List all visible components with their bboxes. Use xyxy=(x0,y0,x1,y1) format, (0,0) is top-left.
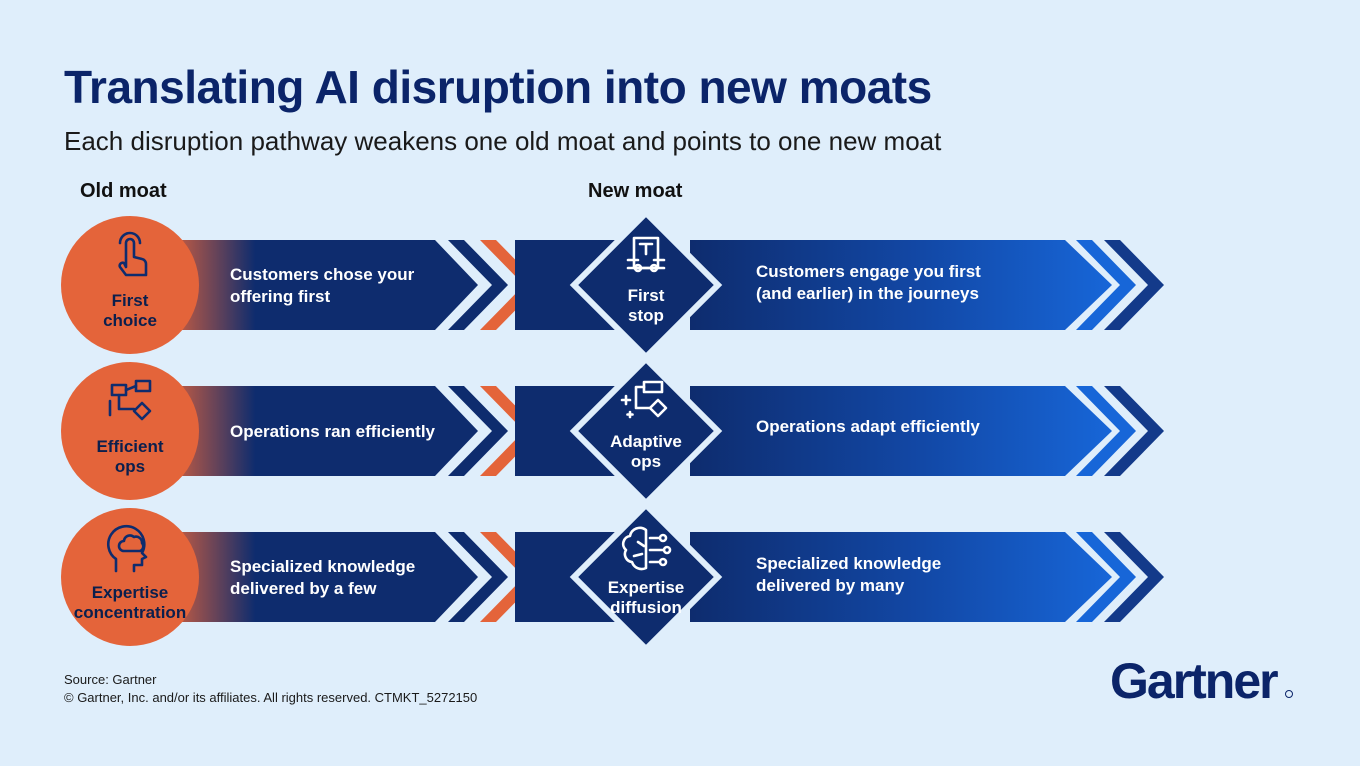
old-moat-description-line: Specialized knowledge xyxy=(230,557,416,576)
old-moat-circle xyxy=(61,508,199,646)
new-moat-label-line: diffusion xyxy=(610,598,682,617)
brain-network-icon xyxy=(621,526,672,571)
new-moat-diamond xyxy=(569,354,723,508)
old-moat-label-line: Expertise xyxy=(91,583,169,602)
old-moat-circle xyxy=(61,216,199,354)
old-chevron-1 xyxy=(448,386,508,476)
page-title: Translating AI disruption into new moats xyxy=(64,61,932,113)
storefront-icon xyxy=(626,236,666,273)
old-moat-description-line: Customers chose your xyxy=(230,265,415,284)
old-chevron-1 xyxy=(448,240,508,330)
old-moat-circle xyxy=(61,362,199,500)
sparkle-workflow-icon xyxy=(620,380,668,419)
registered-mark xyxy=(1285,690,1293,698)
old-moat-description-line: offering first xyxy=(230,287,331,306)
workflow-icon xyxy=(108,379,152,421)
new-moat-label-line: Expertise xyxy=(607,578,685,597)
head-brain-icon xyxy=(106,524,148,573)
old-moat-band xyxy=(160,240,478,330)
source-note: Source: Gartner xyxy=(64,672,157,687)
old-moat-label-line: concentration xyxy=(73,603,187,622)
new-moat-description-line: (and earlier) in the journeys xyxy=(756,284,979,303)
new-moat-description-line: Customers engage you first xyxy=(756,262,981,281)
old-moat-band xyxy=(160,386,478,476)
old-moat-label-line: Efficient xyxy=(96,437,164,456)
new-chevron-2 xyxy=(1104,386,1164,476)
new-moat-description: Customers engage you first (and earlier) … xyxy=(756,261,981,305)
new-moat-description-line: Operations adapt efficiently xyxy=(756,417,980,436)
old-chevron-1 xyxy=(448,532,508,622)
new-chevron-1 xyxy=(1076,532,1136,622)
page-subtitle: Each disruption pathway weakens one old … xyxy=(64,126,942,156)
new-moat-description-line: Specialized knowledge xyxy=(756,554,942,573)
new-moat-band xyxy=(690,386,1112,476)
old-moat-label-line: choice xyxy=(103,311,157,330)
new-moat-label-line: First xyxy=(627,286,665,305)
old-moat-description-line: delivered by a few xyxy=(230,579,377,598)
old-moat-description-line: Operations ran efficiently xyxy=(230,422,435,441)
new-moat-band xyxy=(690,532,1112,622)
tap-hand-icon xyxy=(118,231,148,277)
new-moat-diamond xyxy=(569,500,723,654)
old-moat-label-line: ops xyxy=(114,457,146,476)
new-chevron-2 xyxy=(1104,240,1164,330)
new-moat-header: New moat xyxy=(588,180,683,202)
new-moat-band xyxy=(690,240,1112,330)
new-moat-label-line: Adaptive xyxy=(610,432,682,451)
old-moat-description: Customers chose your offering first xyxy=(230,264,414,308)
new-moat-label-line: stop xyxy=(628,306,664,325)
old-moat-header: Old moat xyxy=(80,180,167,202)
old-moat-band xyxy=(160,532,478,622)
new-moat-label-line: ops xyxy=(630,452,662,471)
new-moat-description: Operations adapt efficiently xyxy=(756,416,980,438)
old-moat-description: Operations ran efficiently xyxy=(230,421,435,443)
new-moat-diamond xyxy=(569,208,723,362)
new-chevron-1 xyxy=(1076,240,1136,330)
gartner-logo: Gartner xyxy=(1110,653,1279,709)
new-moat-description-line: delivered by many xyxy=(756,576,905,595)
copyright-note: © Gartner, Inc. and/or its affiliates. A… xyxy=(64,690,478,705)
old-moat-description: Specialized knowledge delivered by a few xyxy=(230,556,415,600)
new-moat-description: Specialized knowledge delivered by many xyxy=(756,553,941,597)
new-chevron-1 xyxy=(1076,386,1136,476)
new-chevron-2 xyxy=(1104,532,1164,622)
old-moat-label-line: First xyxy=(111,291,149,310)
